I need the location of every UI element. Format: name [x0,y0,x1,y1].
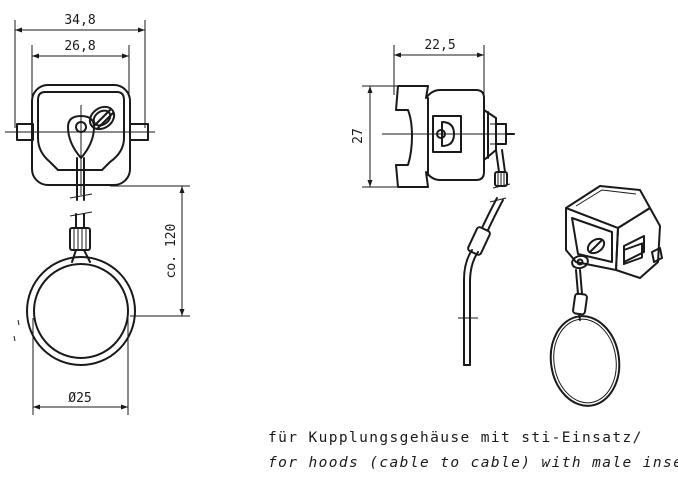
caption-german: für Kupplungsgehäuse mit sti-Einsatz/ [268,430,643,446]
dim-outer-width: 34,8 [14,13,146,128]
dim-inner-width-label: 26,8 [64,39,95,54]
iso-right [615,207,661,279]
isometric-view [549,185,663,407]
dim-inner-width: 26,8 [31,39,130,98]
dim-side-height-label: 27 [351,128,366,144]
side-crimp-lower [467,226,491,256]
iso-screw-icon [586,237,606,255]
side-view: 22,5 27 [351,38,515,366]
iso-ring [549,315,621,407]
screw-icon [88,105,116,131]
dim-outer-width-label: 34,8 [64,13,95,28]
iso-crimp [572,292,588,316]
ring [26,256,136,366]
crimp-sleeve [69,227,91,251]
side-housing [395,85,485,188]
iso-eyelet [571,254,589,270]
dim-ring-diameter-label: Ø25 [68,391,91,406]
dim-side-depth-label: 22,5 [424,38,455,53]
dim-length-label: co. 120 [164,224,179,279]
front-view: 34,8 26,8 [5,13,190,415]
dim-length: co. 120 [110,185,190,317]
dim-side-height: 27 [351,85,420,188]
iso-top [565,185,651,229]
caption-english: for hoods (cable to cable) with male ins… [268,455,678,471]
iso-front [565,207,619,271]
dim-side-depth: 22,5 [393,38,485,95]
eyelet [67,115,95,159]
housing-inner [37,91,125,171]
dim-ring-diameter: Ø25 [32,318,129,415]
